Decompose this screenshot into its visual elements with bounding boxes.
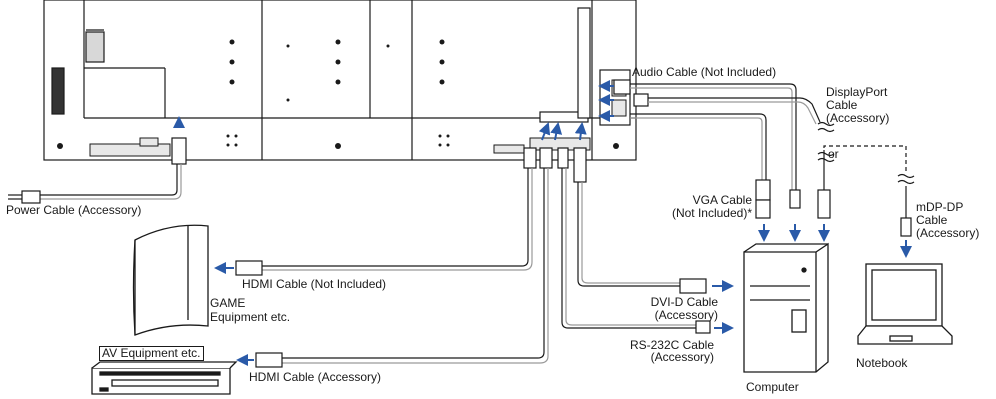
hdmi-port-arrow-1	[538, 122, 551, 141]
dvi-label-line1: DVI-D Cable	[650, 295, 718, 309]
computer-tower-icon	[743, 242, 829, 373]
monitor-back-panel	[43, 0, 637, 161]
mdp-label-line2: Cable	[916, 213, 948, 227]
power-cable	[8, 137, 187, 204]
av-equipment-label: AV Equipment etc.	[99, 346, 204, 361]
displayport-label-line1: DisplayPort	[826, 85, 888, 99]
hdmi-cables	[235, 147, 553, 368]
rs232c-label-line2: (Accessory)	[650, 350, 714, 364]
dvi-rs232c-cables	[557, 147, 711, 334]
vga-label-line1: VGA Cable	[692, 193, 752, 207]
hdmi-not-included-label: HDMI Cable (Not Included)	[242, 277, 387, 291]
game-equipment-icon	[132, 224, 209, 336]
power-cable-label: Power Cable (Accessory)	[6, 203, 142, 217]
monitor-panel-dots	[57, 39, 619, 149]
or-dashed-link	[823, 145, 907, 172]
cable-break-marks	[817, 121, 915, 185]
av-equipment-icon	[91, 361, 238, 395]
notebook-icon	[857, 263, 953, 345]
mdp-label-line1: mDP-DP	[916, 200, 964, 214]
rs232c-label-line1: RS-232C Cable	[629, 338, 714, 352]
hdmi-port-arrow-2	[550, 122, 563, 141]
dvi-label-line2: (Accessory)	[654, 308, 718, 322]
computer-label: Computer	[746, 380, 799, 394]
vga-label-line2: (Not Included)*	[671, 206, 752, 220]
displayport-label-line3: (Accessory)	[826, 111, 890, 125]
monitor-port-strip	[89, 79, 627, 157]
dvi-port-arrow	[574, 122, 587, 141]
game-label-line2: Equipment etc.	[210, 310, 291, 324]
or-label: or	[828, 147, 839, 161]
notebook-label: Notebook	[856, 356, 908, 370]
mdp-cable	[900, 186, 912, 237]
audio-cable-label: Audio Cable (Not Included)	[632, 65, 777, 79]
mdp-label-line3: (Accessory)	[916, 226, 980, 240]
displayport-label-line2: Cable	[826, 98, 858, 112]
hdmi-accessory-label: HDMI Cable (Accessory)	[249, 370, 382, 384]
game-label-line1: GAME	[210, 296, 246, 310]
